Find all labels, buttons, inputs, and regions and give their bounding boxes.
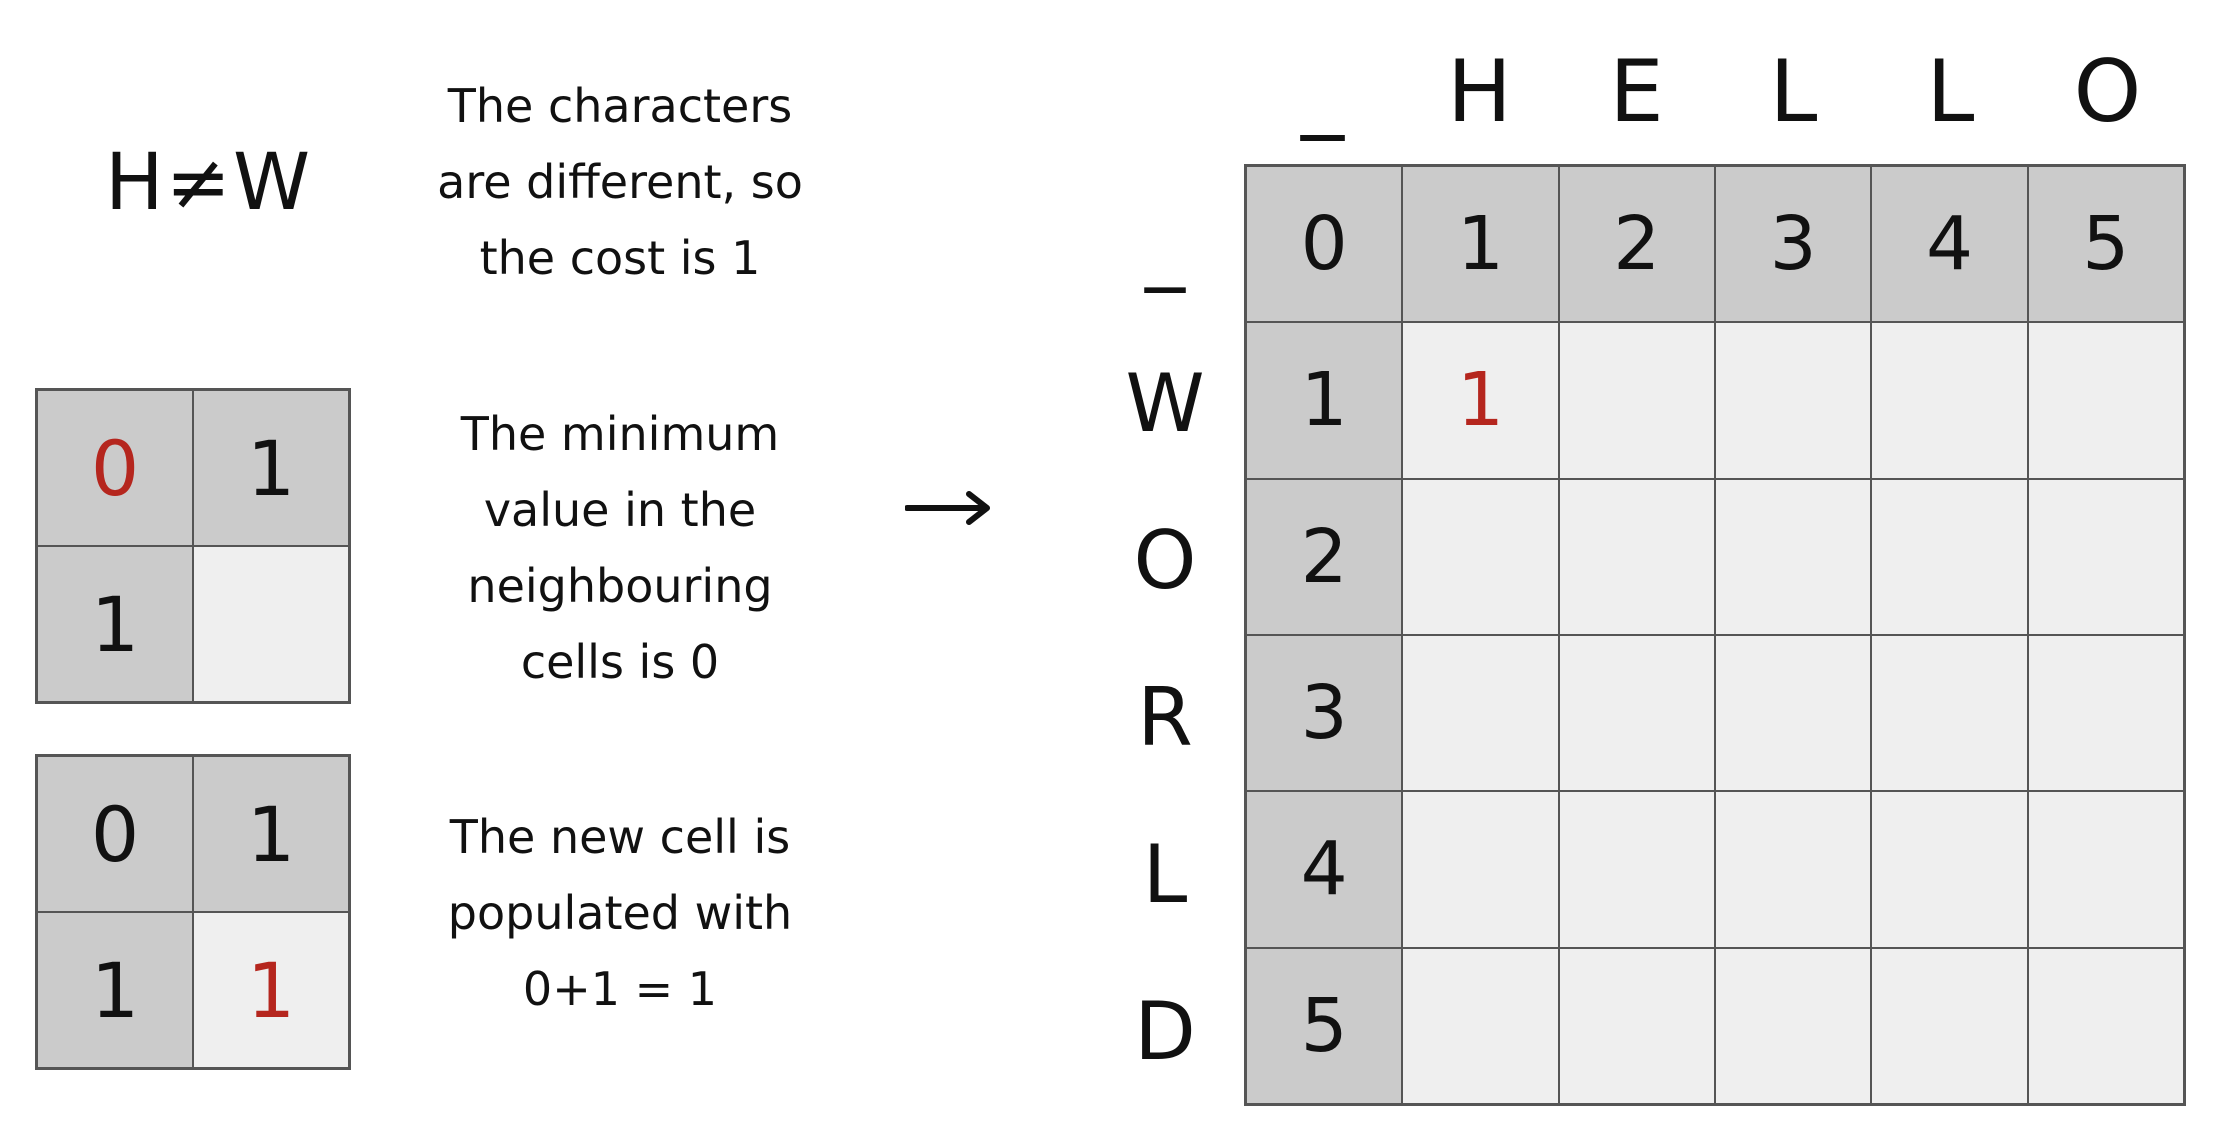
- matrix-cell-current: 1: [1402, 322, 1559, 479]
- matrix-cell: [1714, 322, 1872, 479]
- mini-cell-target: [193, 546, 349, 702]
- matrix-cell: [1714, 634, 1872, 792]
- matrix-cell: [1402, 634, 1559, 792]
- note-minimum: The minimum value in the neighbouring ce…: [410, 396, 830, 700]
- mini-cell-diagonal: 0: [37, 390, 193, 546]
- matrix-cell: 5: [1246, 947, 1403, 1104]
- note-line: The new cell is: [449, 810, 791, 864]
- mini-grid-after: 0 1 1 1: [35, 754, 351, 1070]
- col-label-e: E: [1609, 42, 1664, 142]
- matrix-cell: [1558, 791, 1715, 948]
- mini-cell-diagonal: 0: [37, 756, 193, 912]
- row-label-w: W: [1125, 357, 1205, 450]
- col-label-l: L: [1769, 42, 1818, 142]
- col-label-l: L: [1926, 42, 1975, 142]
- edit-distance-matrix: 0 1 2 3 4 5 1 1 2 3 4 5: [1244, 164, 2186, 1106]
- note-line: The minimum: [460, 407, 780, 461]
- matrix-cell: [1714, 478, 1872, 635]
- matrix-cell: 0: [1246, 166, 1403, 323]
- matrix-cell: 3: [1714, 166, 1872, 323]
- matrix-cell: [1714, 791, 1872, 948]
- matrix-cell: [1714, 947, 1872, 1104]
- note-line: populated with: [447, 886, 793, 940]
- row-label-o: O: [1133, 514, 1197, 607]
- matrix-cell: [1558, 322, 1715, 479]
- note-line: value in the: [483, 483, 757, 537]
- matrix-cell: [1871, 478, 2028, 635]
- matrix-cell: [2027, 947, 2184, 1104]
- mini-cell-left: 1: [37, 546, 193, 702]
- matrix-cell: [2027, 634, 2184, 792]
- note-line: 0+1 = 1: [522, 962, 718, 1016]
- matrix-cell: 1: [1402, 166, 1559, 323]
- note-line: neighbouring: [467, 559, 773, 613]
- note-line: are different, so: [437, 155, 803, 209]
- matrix-cell: 1: [1246, 322, 1403, 479]
- matrix-cell: [1402, 478, 1559, 635]
- matrix-cell: [1871, 791, 2028, 948]
- matrix-cell: 4: [1871, 166, 2028, 323]
- note-line: The characters: [447, 79, 793, 133]
- right-arrow-icon: [905, 491, 990, 525]
- matrix-cell: [1558, 634, 1715, 792]
- matrix-cell: [1402, 947, 1559, 1104]
- matrix-cell: [1871, 947, 2028, 1104]
- matrix-cell: [1558, 478, 1715, 635]
- matrix-cell: [1402, 791, 1559, 948]
- matrix-cell: 4: [1246, 791, 1403, 948]
- row-label-empty: _: [1145, 200, 1185, 293]
- note-line: the cost is 1: [479, 231, 761, 285]
- matrix-cell: [1871, 322, 2028, 479]
- note-cost: The characters are different, so the cos…: [410, 68, 830, 296]
- matrix-cell: [1871, 634, 2028, 792]
- mini-cell-left: 1: [37, 912, 193, 1068]
- note-line: cells is 0: [520, 635, 720, 689]
- mini-cell-top: 1: [193, 756, 349, 912]
- matrix-cell: [2027, 322, 2184, 479]
- col-label-empty: _: [1301, 42, 1344, 142]
- col-label-o: O: [2073, 42, 2142, 142]
- row-label-r: R: [1137, 671, 1193, 764]
- matrix-cell: [1558, 947, 1715, 1104]
- col-label-h: H: [1447, 42, 1512, 142]
- mini-grid-before: 0 1 1: [35, 388, 351, 704]
- matrix-cell: 2: [1558, 166, 1715, 323]
- matrix-cell: 5: [2027, 166, 2184, 323]
- row-label-l: L: [1142, 828, 1188, 921]
- matrix-cell: 3: [1246, 634, 1403, 792]
- mini-cell-target: 1: [193, 912, 349, 1068]
- mini-cell-top: 1: [193, 390, 349, 546]
- matrix-cell: [2027, 791, 2184, 948]
- heading-inequality: H≠W: [105, 138, 313, 228]
- matrix-cell: [2027, 478, 2184, 635]
- matrix-cell: 2: [1246, 478, 1403, 635]
- note-populate: The new cell is populated with 0+1 = 1: [410, 799, 830, 1027]
- row-label-d: D: [1134, 985, 1196, 1078]
